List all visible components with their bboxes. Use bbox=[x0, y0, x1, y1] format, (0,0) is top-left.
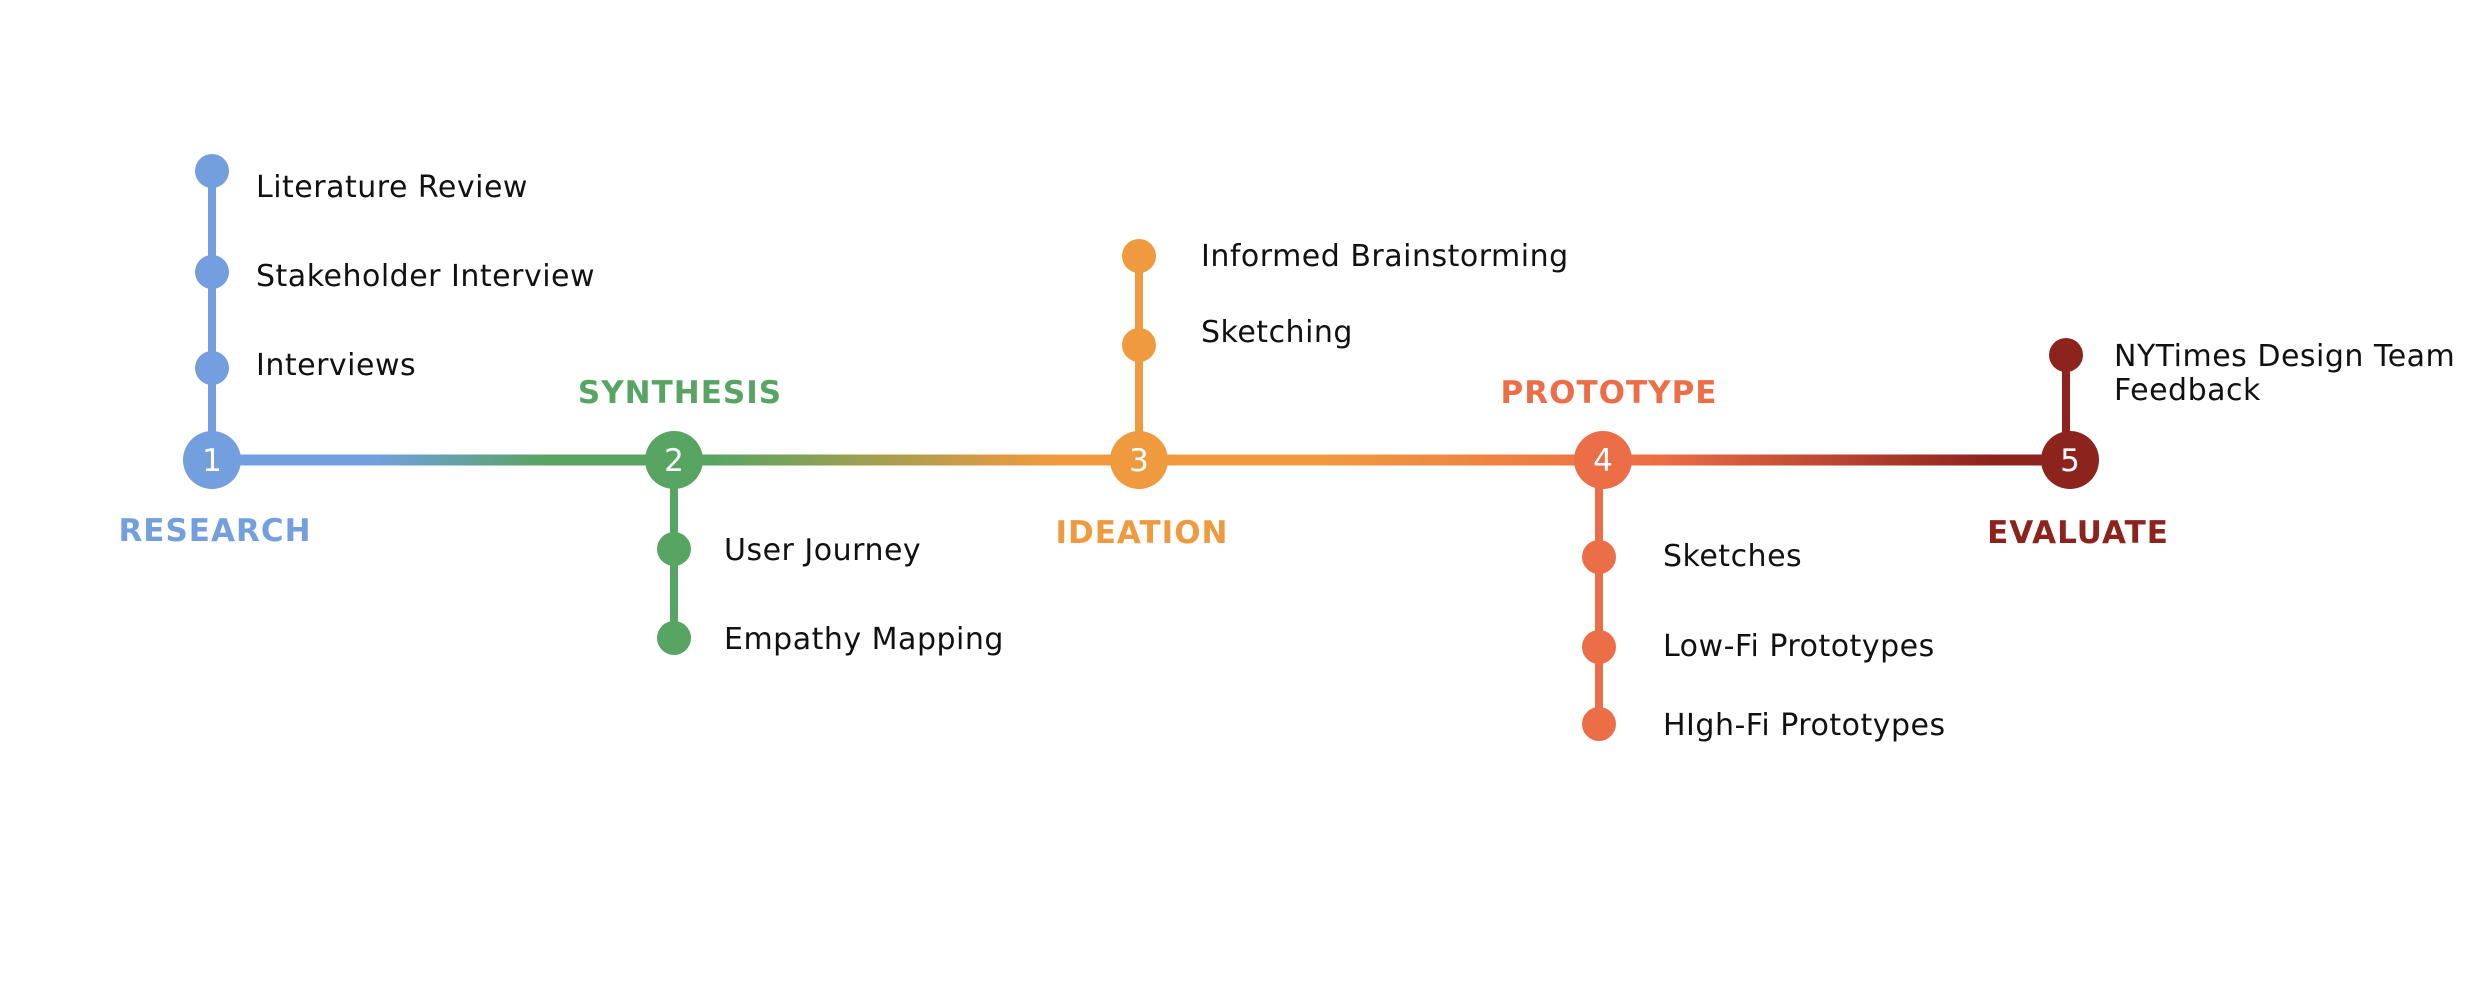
research-item-dot bbox=[195, 154, 229, 188]
research-item-text: Stakeholder Interview bbox=[256, 259, 595, 294]
research-item-text: Interviews bbox=[256, 348, 416, 383]
prototype-item-text: Low-Fi Prototypes bbox=[1663, 629, 1935, 664]
stage-research: Literature Review Stakeholder Interview … bbox=[118, 154, 595, 549]
stage-synthesis: User Journey Empathy Mapping 2 SYNTHESIS bbox=[578, 375, 1004, 657]
evaluate-item-dot bbox=[2049, 338, 2083, 372]
evaluate-item-text: NYTimes Design Team bbox=[2114, 339, 2455, 374]
synthesis-item-text: Empathy Mapping bbox=[724, 622, 1004, 657]
ideation-item-dot bbox=[1122, 328, 1156, 362]
synthesis-stage-number: 2 bbox=[664, 443, 684, 479]
research-stage-label: RESEARCH bbox=[118, 513, 311, 549]
stage-evaluate: NYTimes Design Team Feedback 5 EVALUATE bbox=[1987, 338, 2455, 551]
research-item-text: Literature Review bbox=[256, 170, 528, 205]
prototype-stage-node bbox=[1574, 431, 1632, 489]
synthesis-item-text: User Journey bbox=[724, 533, 921, 568]
stage-prototype: Sketches Low-Fi Prototypes HIgh-Fi Proto… bbox=[1501, 375, 1946, 743]
ideation-item-dot bbox=[1122, 239, 1156, 273]
prototype-item-dot bbox=[1582, 540, 1616, 574]
prototype-stage-number: 4 bbox=[1593, 443, 1613, 479]
research-stage-node bbox=[183, 431, 241, 489]
stage-ideation: Informed Brainstorming Sketching 3 IDEAT… bbox=[1055, 239, 1568, 551]
evaluate-stage-number: 5 bbox=[2060, 443, 2080, 479]
synthesis-stage-node bbox=[645, 431, 703, 489]
research-item-dot bbox=[195, 255, 229, 289]
prototype-item-text: HIgh-Fi Prototypes bbox=[1663, 708, 1946, 743]
ideation-stage-number: 3 bbox=[1129, 443, 1149, 479]
prototype-item-dot bbox=[1582, 707, 1616, 741]
synthesis-stage-label: SYNTHESIS bbox=[578, 375, 782, 411]
ideation-stage-node bbox=[1110, 431, 1168, 489]
prototype-item-text: Sketches bbox=[1663, 539, 1802, 574]
synthesis-item-dot bbox=[657, 621, 691, 655]
synthesis-item-dot bbox=[657, 532, 691, 566]
prototype-stage-label: PROTOTYPE bbox=[1501, 375, 1718, 411]
ideation-item-text: Informed Brainstorming bbox=[1201, 239, 1569, 274]
ideation-item-text: Sketching bbox=[1201, 315, 1353, 350]
research-stage-number: 1 bbox=[202, 443, 222, 479]
evaluate-stage-label: EVALUATE bbox=[1987, 515, 2169, 551]
evaluate-item-text: Feedback bbox=[2114, 373, 2261, 408]
evaluate-stage-node bbox=[2041, 431, 2099, 489]
research-item-dot bbox=[195, 351, 229, 385]
ideation-stage-label: IDEATION bbox=[1055, 515, 1228, 551]
prototype-item-dot bbox=[1582, 630, 1616, 664]
